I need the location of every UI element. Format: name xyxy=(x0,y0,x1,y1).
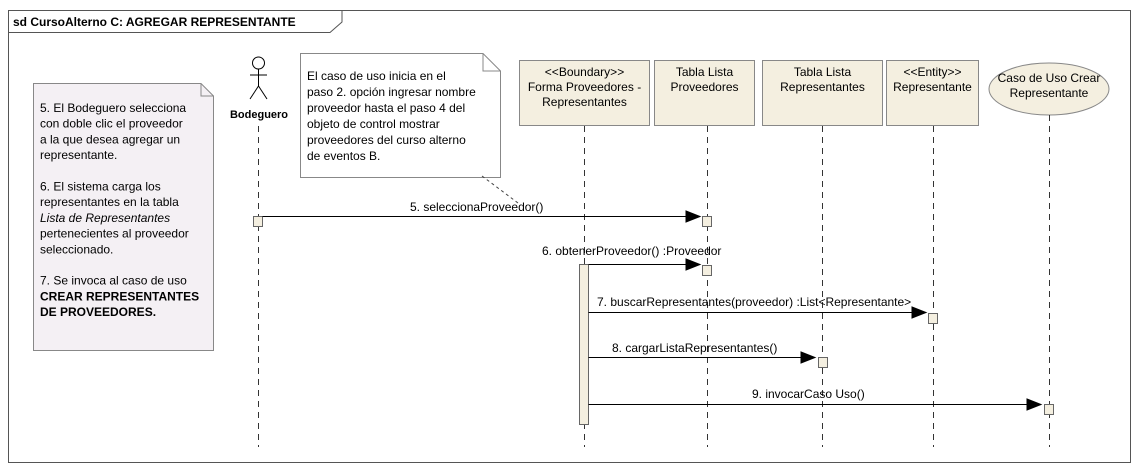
note-top-line: proveedores del curso alterno xyxy=(307,133,466,147)
note-left-run: representante. xyxy=(40,148,117,162)
note-top-line: proveedor hasta el paso 4 del xyxy=(307,101,465,115)
activation-caso-uso xyxy=(1044,404,1054,415)
note-anchor-line xyxy=(481,175,519,204)
frame-title: sd CursoAlterno C: AGREGAR REPRESENTANTE xyxy=(13,15,296,29)
actor-bodeguero: Bodeguero xyxy=(230,56,288,121)
note-left-line: 5. El Bodeguero selecciona xyxy=(40,101,186,115)
note-left-run: 5. El Bodeguero selecciona xyxy=(40,101,186,115)
note-left-run: 7. Se invoca al caso de uso xyxy=(40,274,187,288)
lifeline-label: Caso de Uso Crear xyxy=(998,71,1101,85)
note-left-line: 6. El sistema carga los xyxy=(40,180,161,194)
note-left-line: representante. xyxy=(40,148,117,162)
note-left-run: pertenecientes al proveedor xyxy=(40,227,189,241)
actor-head-icon xyxy=(252,56,265,70)
message-label-6: 6. obtenerProveedor() :Proveedor xyxy=(542,244,721,258)
lifeline-label: <<Boundary>> xyxy=(545,65,624,79)
note-left-line: Lista de Representantes xyxy=(40,211,170,225)
diagram-frame xyxy=(8,10,1131,463)
activation-tabla-proveedores-2 xyxy=(702,265,712,276)
note-top-line: objeto de control mostrar xyxy=(307,117,440,131)
frame-title-tab xyxy=(8,10,343,33)
note-left-line: DE PROVEEDORES. xyxy=(40,305,156,319)
note-left-run: representantes en la tabla xyxy=(40,195,179,209)
lifeline-forma-proveedores: <<Boundary>>Forma Proveedores -Represent… xyxy=(519,60,650,126)
lifeline-label: Representante xyxy=(893,80,972,94)
note-top: El caso de uso inicia en el paso 2. opció… xyxy=(300,53,501,178)
activation-forma xyxy=(579,264,589,425)
actor-name: Bodeguero xyxy=(230,109,288,121)
activation-tabla-representantes xyxy=(818,357,828,368)
note-left-run: CREAR REPRESENTANTES xyxy=(40,289,199,303)
lifeline-label: <<Entity>> xyxy=(903,65,961,79)
note-left-run: Lista de Representantes xyxy=(40,211,170,225)
activation-actor xyxy=(253,216,263,227)
note-left-run: DE PROVEEDORES. xyxy=(40,305,156,319)
note-left-line: a la que desea agregar un xyxy=(40,132,180,146)
lifeline-label: Proveedores xyxy=(670,80,738,94)
lifeline-label: Forma Proveedores - xyxy=(528,80,641,94)
note-left-line: seleccionado. xyxy=(40,242,113,256)
activation-representante xyxy=(928,313,938,324)
note-left: 5. El Bodeguero selecciona con doble clic… xyxy=(33,83,214,351)
activation-tabla-proveedores-1 xyxy=(702,216,712,227)
note-left-line: representantes en la tabla xyxy=(40,195,179,209)
lifeline-label: Tabla Lista xyxy=(794,65,852,79)
note-left-line: CREAR REPRESENTANTES xyxy=(40,289,199,303)
lifeline-tabla-representantes: Tabla ListaRepresentantes xyxy=(762,60,883,126)
note-left-line: pertenecientes al proveedor xyxy=(40,227,189,241)
lifeline-label: Representantes xyxy=(780,80,865,94)
note-left-run: a la que desea agregar un xyxy=(40,132,180,146)
note-left-line: 7. Se invoca al caso de uso xyxy=(40,274,187,288)
lifeline-label: Tabla Lista xyxy=(676,65,734,79)
note-left-line: con doble clic el proveedor xyxy=(40,117,183,131)
note-top-line: de eventos B. xyxy=(307,149,380,163)
message-label-9: 9. invocarCaso Uso() xyxy=(752,387,865,401)
note-left-run: 6. El sistema carga los xyxy=(40,180,161,194)
lifeline-entity-representante: <<Entity>>Representante xyxy=(886,60,979,126)
message-label-8: 8. cargarListaRepresentantes() xyxy=(612,341,777,355)
lifeline-label: Representantes xyxy=(542,95,627,109)
note-top-line: paso 2. opción ingresar nombre xyxy=(307,85,476,99)
note-top-line: El caso de uso inicia en el xyxy=(307,69,446,83)
message-label-7: 7. buscarRepresentantes(proveedor) :List… xyxy=(597,295,911,309)
note-left-run: seleccionado. xyxy=(40,242,113,256)
lifeline-label: Representante xyxy=(1010,86,1089,100)
note-left-run: con doble clic el proveedor xyxy=(40,117,183,131)
message-label-5: 5. seleccionaProveedor() xyxy=(410,200,543,214)
